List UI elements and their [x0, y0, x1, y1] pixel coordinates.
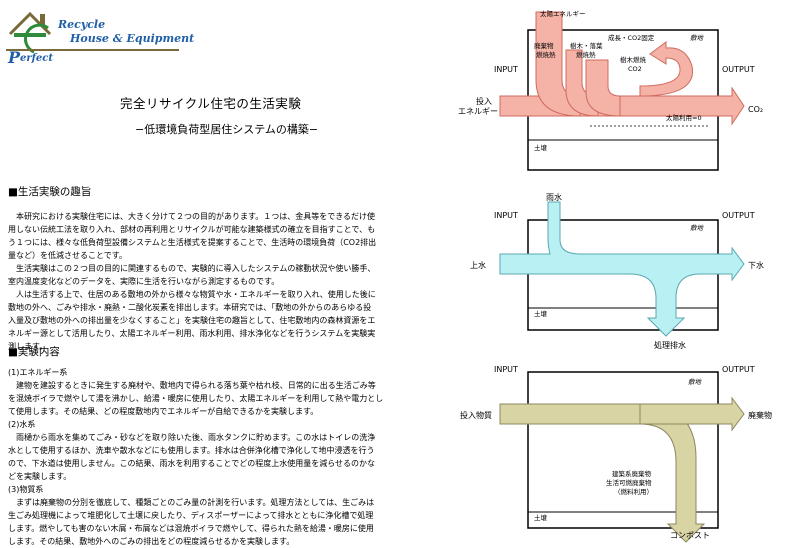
water-flow: [499, 201, 745, 337]
energy-main-arrow: [499, 86, 745, 126]
wood-burn-label-2: CO2: [628, 65, 642, 73]
sewer-label: 下水: [748, 260, 764, 270]
paragraph-line: ので、下水道は使用しません。この結果、雨水を利用することでどの程度上水使用量を減…: [8, 459, 376, 468]
tap-water-label: 上水: [470, 260, 486, 270]
rain-label: 雨水: [546, 192, 562, 202]
paragraph-line: て使用します。その結果、どの程度敷地内でエネルギーが自給できるかを実験します。: [8, 407, 319, 416]
input-label: INPUT: [494, 65, 518, 74]
section-heading-purpose: ■生活実験の趣旨: [8, 186, 92, 198]
solar-co2-label: 太陽利用=0: [666, 113, 702, 122]
output-label: OUTPUT: [722, 365, 755, 374]
site-label: 敷地: [688, 378, 703, 386]
burnable-label-3: （燃料利用）: [614, 487, 653, 496]
output-label: OUTPUT: [722, 211, 755, 220]
paragraph-line: 人は生活する上で、住居のある敷地の外から様々な物質や水・エネルギーを取り入れ、使…: [8, 290, 376, 299]
input-label: INPUT: [494, 365, 518, 374]
section-body-purpose: 本研究における実験住宅には、大きく分けて２つの目的があります。１つは、金具等をで…: [8, 210, 376, 353]
water-flow-diagram: INPUT OUTPUT 敷地 土壌 雨水 上水 下水 処理排水: [470, 192, 764, 350]
waste-heat-label-2: 燃焼熱: [536, 50, 556, 59]
soil-label: 土壌: [534, 309, 548, 318]
co2-output-label: CO₂: [748, 105, 763, 114]
waste-heat-label-1: 廃棄物: [534, 41, 554, 50]
wood-heat-label-2: 燃焼熱: [576, 50, 596, 59]
fixation-label: 成長・CO2固定: [608, 33, 655, 42]
treated-water-label: 処理排水: [654, 340, 686, 350]
site-boundary: [527, 219, 719, 331]
logo-text-line3: erfect: [20, 53, 54, 64]
paragraph-line: どを実験します。: [8, 472, 72, 481]
site-label: 敷地: [690, 34, 705, 42]
input-material-label: 投入物質: [460, 410, 492, 420]
solar-label: 太陽エネルギー: [540, 9, 586, 18]
output-label: OUTPUT: [722, 65, 755, 74]
house-logo-icon: [6, 11, 179, 54]
paragraph-line: 入量及び敷地の外への排出量を少なくすること」を実験住宅の趣旨として、住宅敷地内の…: [8, 316, 376, 325]
paragraph-line: (1)エネルギー系: [8, 368, 68, 377]
paragraph-line: まずは廃棄物の分別を徹底して、種類ごとのごみ量の計測を行います。処理方法としては…: [8, 498, 375, 507]
paragraph-line: (2)水系: [8, 420, 36, 429]
paragraph-line: 建物を建設するときに発生する廃材や、敷地内で得られる落ち葉や枯れ枝、日常的に出る…: [8, 381, 376, 390]
paragraph-line: 敷地の外へ、ごみや排水・廃熱・二酸化炭素を排出します。本研究では、「敷地の外から…: [8, 303, 372, 312]
paragraph-line: ネルギー源として活用したり、太陽エネルギー利用、雨水利用、排水浄化などを行うシス…: [8, 329, 376, 338]
section-body-contents: (1)エネルギー系 建物を建設するときに発生する廃材や、敷地内で得られる落ち葉や…: [8, 366, 383, 548]
paragraph-line: (3)物質系: [8, 485, 44, 494]
paragraph-line: 本研究における実験住宅には、大きく分けて２つの目的があります。１つは、金具等をで…: [8, 212, 376, 221]
page-title: 完全リサイクル住宅の生活実験: [120, 96, 302, 111]
energy-flow-diagram: INPUT OUTPUT 敷地 土壌 太陽エネルギー 投入 エネルギー 廃棄物 …: [458, 9, 763, 171]
paragraph-line: します。その結果、敷地外へのごみの排出をどの程度減らせるかを実験します。: [8, 537, 295, 546]
input-label: INPUT: [494, 211, 518, 220]
soil-label: 土壌: [534, 143, 548, 152]
compost-label: コンポスト: [670, 531, 710, 540]
paragraph-line: 生ごみ処理機によって堆肥化して土壌に戻したり、ディスポーザーによって排水とともに…: [8, 511, 374, 520]
paragraph-line: 測します。: [8, 342, 48, 351]
logo-initial: P: [8, 48, 21, 67]
material-flow-diagram: INPUT OUTPUT 敷地 土壌 投入物質 廃棄物 建築系廃棄物 生活可燃廃…: [460, 365, 772, 543]
logo-text-line2: House & Equipment: [70, 32, 195, 45]
wood-heat-label-1: 樹木・落葉: [570, 41, 603, 50]
material-output-arrow: [639, 396, 745, 432]
paragraph-line: 水として使用するほか、洗車や散水などにも使用します。排水は合併浄化槽で浄化して地…: [8, 446, 375, 455]
wood-heat-flow: [585, 59, 621, 117]
logo: Recycle House & Equipment P erfect: [4, 4, 194, 68]
waste-label: 廃棄物: [748, 410, 772, 420]
burnable-label-2: 生活可燃廃棄物: [606, 478, 652, 487]
paragraph-line: します。燃やしても害のない木屑・布屑などは混焼ボイラで燃やして、得られた熱を給湯…: [8, 524, 374, 533]
input-energy-label-1: 投入: [476, 96, 492, 106]
section-heading-contents: ■実験内容: [8, 346, 60, 358]
paragraph-line: 用しない伝統工法を取り入れ、部材の再利用とリサイクルが可能な建築様式の確立を目指…: [8, 225, 376, 234]
paragraph-line: 室内温度変化などのデータを、実際に生活を行いながら測定するものです。: [8, 277, 280, 286]
site-label: 敷地: [690, 224, 705, 232]
material-down-flow: [499, 403, 706, 543]
paragraph-line: 雨樋から雨水を集めてごみ・砂などを取り除いた後、雨水タンクに貯めます。この水はト…: [8, 433, 376, 442]
paragraph-line: う１つには、様々な低負荷型設備システムと生活様式を提案することで、生活時の環境負…: [8, 238, 377, 247]
paragraph-line: 生活実験はこの２つ目の目的に関連するもので、実験的に導入したシステムの稼動状況や…: [8, 264, 376, 273]
co2-loop-flow: [639, 41, 694, 97]
site-boundary: [527, 371, 719, 529]
burnable-label-1: 建築系廃棄物: [612, 469, 652, 478]
paragraph-line: を混焼ボイラで燃やして湯を沸かし、給湯・暖房に使用したり、太陽エネルギーを利用し…: [8, 394, 384, 403]
soil-label: 土壌: [534, 513, 548, 522]
logo-text-line1: Recycle: [58, 18, 106, 31]
wood-burn-label-1: 樹木燃焼: [620, 55, 647, 64]
input-energy-label-2: エネルギー: [458, 107, 498, 116]
page-subtitle: −低環境負荷型居住システムの構築−: [135, 123, 319, 136]
paragraph-line: 量など）を低減させることです。: [8, 251, 127, 260]
